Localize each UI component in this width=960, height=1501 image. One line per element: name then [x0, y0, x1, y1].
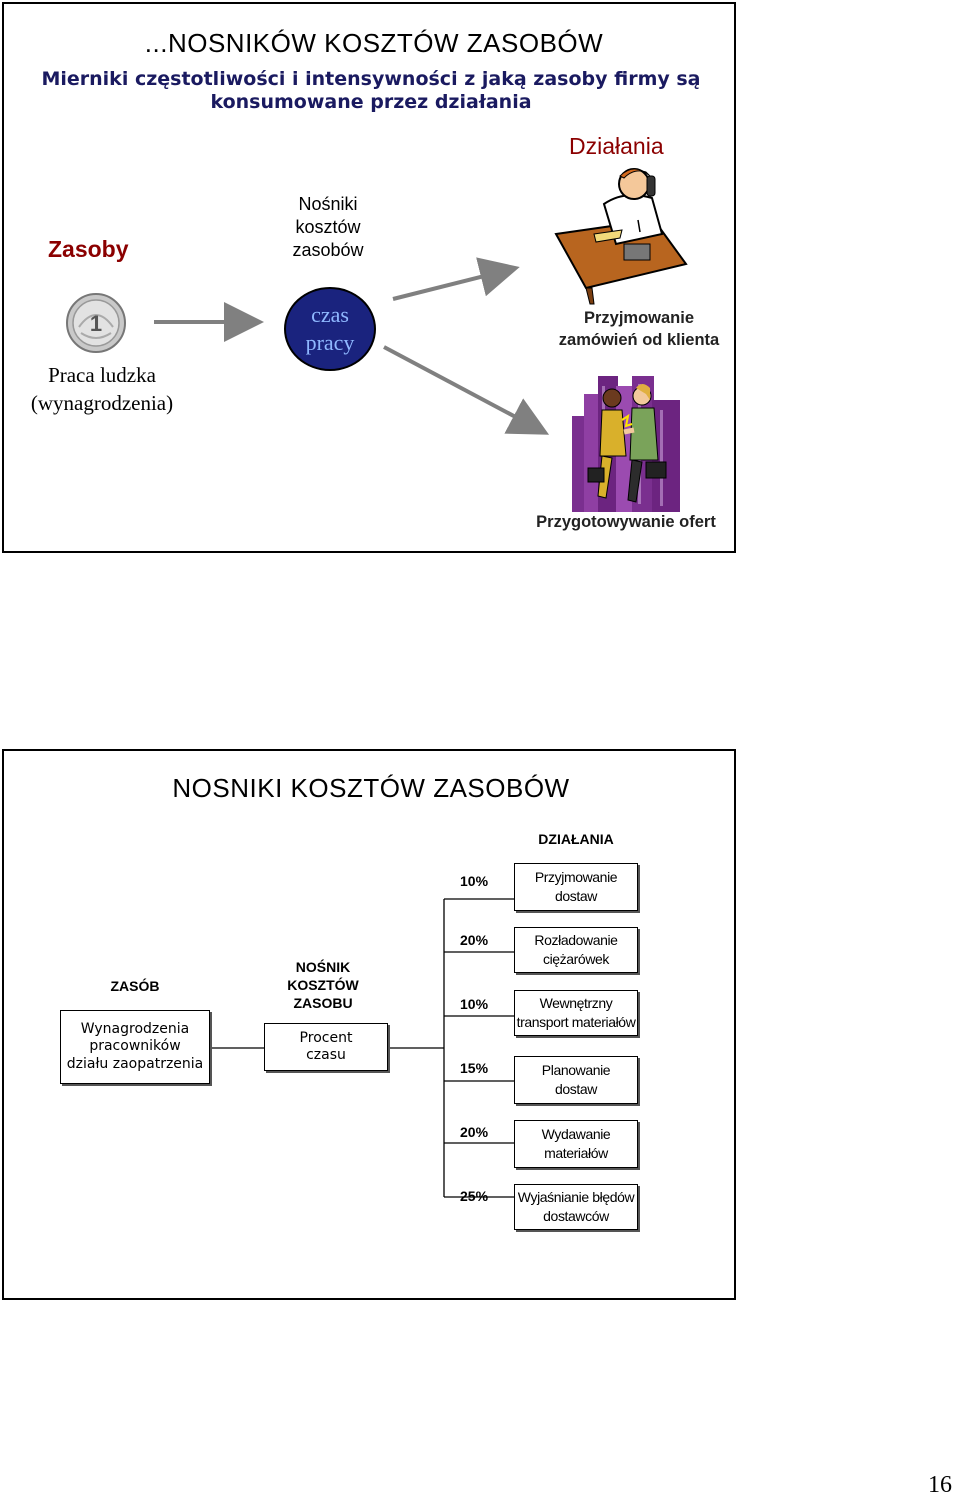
slide2-title: NOSNIKI KOSZTÓW ZASOBÓW	[172, 773, 570, 803]
percent-label: 15%	[460, 1060, 489, 1076]
driver-header-line-1: NOŚNIK	[295, 959, 351, 975]
activity-taking-orders: Przyjmowanie zamówień od klienta	[534, 307, 744, 351]
resource-box-line-3: działu zaopatrzenia	[66, 1055, 204, 1072]
heading-resource-drivers: Nośniki kosztów zasobów	[266, 193, 390, 262]
coin-icon: 1	[65, 291, 127, 355]
driver-header-line-2: KOSZTÓW	[287, 977, 359, 993]
activity-line-1: Wyjaśnianie błędów	[517, 1189, 635, 1205]
heading-drivers-line-3: zasobów	[292, 240, 364, 260]
activity-line-2: materiałów	[544, 1145, 608, 1161]
driver-header-line-3: ZASOBU	[293, 995, 353, 1011]
activity-line-2: ciężarówek	[542, 951, 610, 967]
resource-labour-line-1: Praca ludzka	[48, 363, 156, 387]
resource-header: ZASÓB	[110, 978, 160, 994]
activity-line-2: dostaw	[555, 888, 597, 904]
arrow-driver-to-offers	[383, 345, 550, 435]
page-number: 16	[928, 1472, 952, 1498]
percent-label: 25%	[460, 1188, 489, 1204]
activity-taking-orders-line-2: zamówień od klienta	[558, 331, 720, 349]
activity-box-planning-deliveries: Planowanie dostaw	[514, 1056, 638, 1104]
resource-labour-line-2: (wynagrodzenia)	[30, 391, 174, 415]
activity-line-1: Planowanie	[541, 1062, 611, 1078]
percent-label: 20%	[460, 1124, 489, 1140]
resource-box-line-2: pracowników	[89, 1038, 181, 1055]
activity-box-internal-transport: Wewnętrzny transport materiałów	[514, 990, 638, 1036]
activity-line-1: Wewnętrzny	[539, 995, 613, 1011]
heading-drivers-line-2: kosztów	[295, 217, 361, 237]
slide1-subtitle: Mierniki częstotliwości i intensywności …	[4, 68, 738, 114]
subtitle-line-1: Mierniki częstotliwości i intensywności …	[41, 68, 701, 90]
driver-oval-line-2: pracy	[305, 330, 355, 355]
heading-activities: Działania	[569, 133, 664, 159]
slide-resource-drivers-overview: ...NOSNIKÓW KOSZTÓW ZASOBÓW Mierniki czę…	[2, 2, 736, 553]
driver-oval-line-1: czas	[311, 302, 349, 327]
activity-box-receiving-deliveries: Przyjmowanie dostaw	[514, 863, 638, 911]
resource-labour: Praca ludzka (wynagrodzenia)	[22, 361, 182, 417]
heading-resources: Zasoby	[48, 236, 129, 262]
coin-denomination: 1	[90, 311, 102, 336]
driver-oval-work-time: czas pracy	[284, 287, 376, 371]
activity-line-2: dostawców	[543, 1208, 609, 1224]
activity-line-1: Rozładowanie	[534, 932, 618, 948]
activity-line-2: dostaw	[555, 1081, 597, 1097]
arrow-driver-to-orders	[392, 257, 520, 301]
connector-lines	[209, 898, 514, 1198]
activity-preparing-offers: Przygotowywanie ofert	[536, 513, 716, 531]
phone-clerk-illustration	[554, 164, 689, 305]
driver-box-percent-time: Procent czasu	[264, 1023, 388, 1071]
activities-header: DZIAŁANIA	[538, 831, 614, 847]
slide1-title: ...NOSNIKÓW KOSZTÓW ZASOBÓW	[144, 28, 604, 58]
business-handshake-illustration	[572, 376, 680, 512]
activity-line-1: Wydawanie	[541, 1126, 611, 1142]
activity-box-issuing-materials: Wydawanie materiałów	[514, 1120, 638, 1168]
resource-box-purchasing-wages: Wynagrodzenia pracowników działu zaopatr…	[60, 1010, 210, 1084]
activity-line-1: Przyjmowanie	[534, 869, 618, 885]
slide-resource-drivers-example: NOSNIKI KOSZTÓW ZASOBÓW DZIAŁANIA ZASÓB …	[2, 749, 736, 1300]
resource-box-line-1: Wynagrodzenia	[80, 1020, 190, 1037]
subtitle-line-2: konsumowane przez działania	[210, 91, 532, 113]
driver-header: NOŚNIK KOSZTÓW ZASOBU	[260, 958, 386, 1012]
flow-arrows	[154, 257, 550, 435]
percent-label: 20%	[460, 932, 489, 948]
activity-box-unloading-trucks: Rozładowanie ciężarówek	[514, 927, 638, 973]
activity-taking-orders-line-1: Przyjmowanie	[583, 309, 695, 327]
activity-box-supplier-errors: Wyjaśnianie błędów dostawców	[514, 1184, 638, 1230]
activity-line-2: transport materiałów	[516, 1014, 636, 1030]
percent-label: 10%	[460, 996, 489, 1012]
heading-drivers-line-1: Nośniki	[298, 194, 358, 214]
driver-box-line-2: czasu	[306, 1047, 346, 1063]
percent-label: 10%	[460, 873, 489, 889]
driver-box-line-1: Procent	[299, 1029, 353, 1046]
